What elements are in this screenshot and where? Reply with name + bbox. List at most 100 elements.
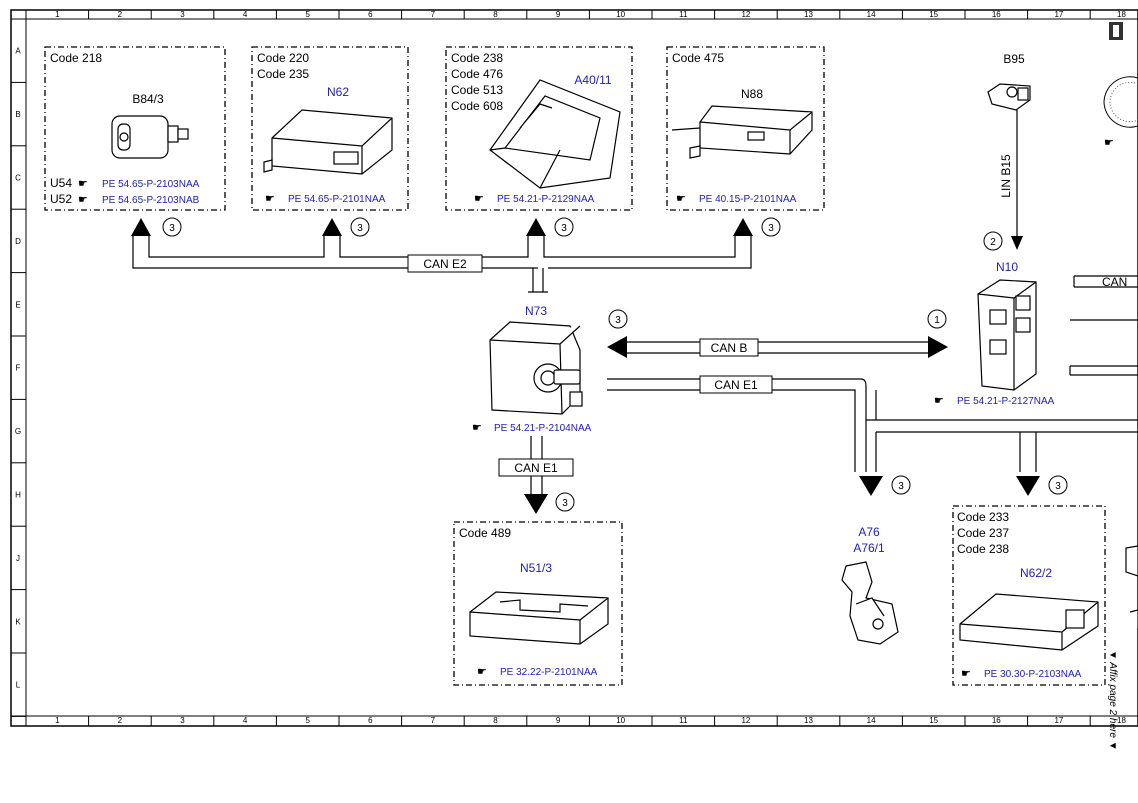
marker-label: 3 — [768, 223, 774, 234]
bus-arrows — [131, 218, 753, 236]
column-label: 11 — [679, 716, 688, 725]
component-label-n73: N73 — [525, 304, 547, 318]
ref-hand-icon: ☛ — [78, 178, 88, 190]
ref-hand-icon: ☛ — [1104, 137, 1114, 149]
can-b-bus — [626, 341, 930, 354]
component-label-b95: B95 — [1003, 52, 1025, 66]
column-label: 2 — [118, 10, 123, 19]
can-e1-label-box — [699, 375, 773, 394]
ignition-switch-n73-icon — [489, 321, 583, 415]
gauge-icon — [1103, 76, 1138, 128]
marker-label: 3 — [562, 498, 568, 509]
row-label: F — [16, 364, 21, 373]
circled-marker: 3 — [891, 475, 911, 495]
column-label: 3 — [180, 10, 185, 19]
column-label: 17 — [1054, 716, 1063, 725]
ref-hand-icon: ☛ — [477, 666, 487, 678]
marker-label: 2 — [990, 237, 996, 248]
box-code-233: Code 233 Code 237 Code 238 N62/2 ☛ PE 30… — [952, 505, 1106, 686]
code-label: Code 238 — [451, 51, 503, 65]
circled-marker: 3 — [608, 309, 628, 329]
right-partial-icons — [1125, 545, 1138, 630]
ref-link[interactable]: PE 54.21-P-2129NAA — [497, 194, 595, 205]
column-label: 7 — [431, 10, 436, 19]
column-label: 18 — [1117, 10, 1126, 19]
circled-marker: 3 — [162, 217, 182, 237]
code-label: Code 235 — [257, 67, 309, 81]
circled-marker: 3 — [1048, 475, 1068, 495]
ref-link[interactable]: PE 40.15-P-2101NAA — [699, 194, 797, 205]
lin-b15-label: LIN B15 — [999, 154, 1013, 198]
column-label: 8 — [493, 716, 498, 725]
row-label: B — [15, 110, 20, 119]
ref-hand-icon: ☛ — [676, 193, 686, 205]
arrow-to-n62-2 — [1016, 476, 1040, 496]
row-label: K — [15, 617, 21, 626]
ref-hand-icon: ☛ — [265, 193, 275, 205]
ref-link-n73[interactable]: PE 54.21-P-2104NAA — [494, 423, 592, 434]
ref-link[interactable]: PE 30.30-P-2103NAA — [984, 669, 1082, 680]
circled-marker: 2 — [983, 231, 1003, 251]
marker-label: 3 — [169, 223, 175, 234]
box-code-238: Code 238 Code 476 Code 513 Code 608 A40/… — [445, 46, 633, 211]
can-e1-down-label-box — [498, 458, 574, 477]
code-label: Code 489 — [459, 526, 511, 540]
row-label: D — [15, 237, 21, 246]
display-unit-a40-11-icon — [489, 79, 621, 189]
arrow-to-n51-3 — [524, 494, 548, 514]
can-b-arrow-left — [607, 336, 627, 358]
column-label: 10 — [616, 716, 625, 725]
column-label: 14 — [867, 716, 876, 725]
column-label: 6 — [368, 10, 373, 19]
column-label: 9 — [556, 10, 561, 19]
code-label: Code 513 — [451, 83, 503, 97]
code-label: Code 238 — [957, 542, 1009, 556]
can-right-label: CAN — [1102, 275, 1127, 289]
column-ticks: 1122334455667788991010111112121313141415… — [55, 10, 1126, 726]
column-label: 5 — [305, 10, 310, 19]
column-label: 12 — [741, 10, 750, 19]
component-label-n62-2: N62/2 — [1020, 566, 1052, 580]
column-label: 13 — [804, 10, 813, 19]
column-label: 6 — [368, 716, 373, 725]
ref-link[interactable]: PE 54.65-P-2103NAA — [102, 179, 200, 190]
affix-note: ▼ Affix page 2 here ▼ — [1107, 650, 1118, 751]
marker-label: 1 — [934, 315, 940, 326]
ref-link[interactable]: PE 32.22-P-2101NAA — [500, 667, 598, 678]
can-e2-label-box — [407, 254, 483, 273]
ref-link[interactable]: PE 54.65-P-2101NAA — [288, 194, 386, 205]
row-label: G — [15, 427, 21, 436]
control-unit-n51-3-icon — [469, 591, 609, 645]
column-label: 16 — [992, 716, 1001, 725]
column-label: 15 — [929, 716, 938, 725]
component-label-n62: N62 — [327, 85, 349, 99]
ref-hand-icon: ☛ — [472, 422, 482, 434]
ref-link[interactable]: PE 54.65-P-2103NAB — [102, 195, 200, 206]
column-label: 4 — [243, 716, 248, 725]
column-label: 3 — [180, 716, 185, 725]
row-label: H — [15, 491, 21, 500]
ref-link-n10[interactable]: PE 54.21-P-2127NAA — [957, 396, 1055, 407]
row-label: J — [16, 554, 20, 563]
can-e2-label: CAN E2 — [423, 257, 467, 271]
column-label: 7 — [431, 716, 436, 725]
column-label: 15 — [929, 10, 938, 19]
column-label: 1 — [55, 10, 60, 19]
code-label: Code 475 — [672, 51, 724, 65]
can-b-label-box — [699, 338, 759, 357]
component-label-a40-11: A40/11 — [574, 73, 611, 87]
can-b-label: CAN B — [711, 341, 748, 355]
code-label: Code 237 — [957, 526, 1009, 540]
column-label: 18 — [1117, 716, 1126, 725]
circled-marker: 3 — [350, 217, 370, 237]
can-b-arrow-right — [928, 336, 948, 358]
ref-hand-icon: ☛ — [474, 193, 484, 205]
marker-label: 3 — [615, 315, 621, 326]
code-label: Code 218 — [50, 51, 102, 65]
ref-prefix-u54: U54 — [50, 176, 72, 190]
code-label: Code 220 — [257, 51, 309, 65]
row-label: L — [16, 681, 21, 690]
box-code-220: Code 220 Code 235 N62 ☛ PE 54.65-P-2101N… — [251, 46, 409, 211]
